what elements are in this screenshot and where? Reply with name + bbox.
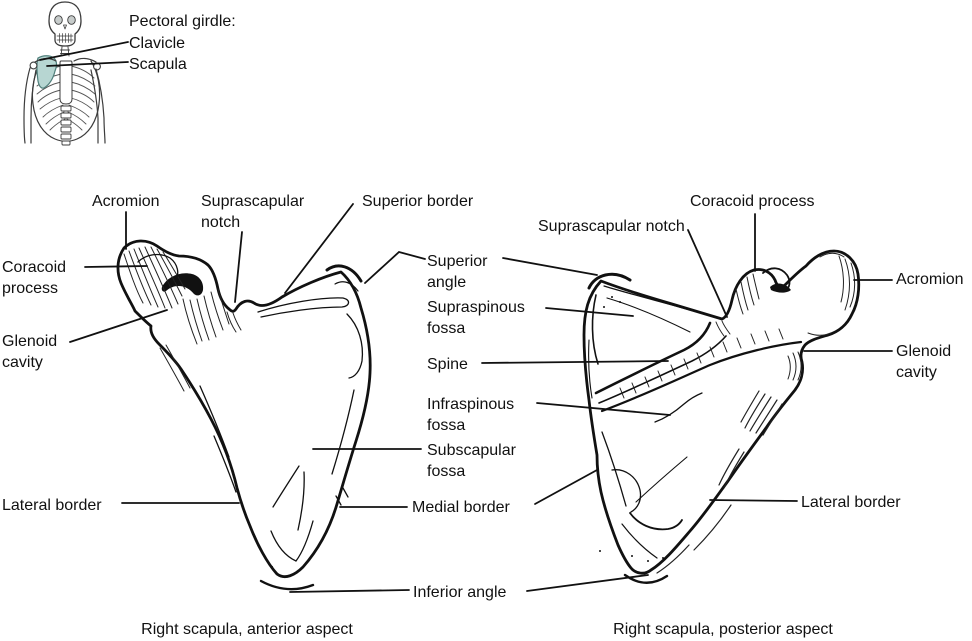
- anterior-interior-lines: [137, 253, 364, 562]
- caption-anterior-view: Right scapula, anterior aspect: [141, 621, 353, 638]
- label-acromion-anterior: Acromion: [92, 193, 160, 210]
- skeleton-inset-illustration: [23, 1, 106, 146]
- leader-coracoid-process-anterior: [84, 265, 148, 268]
- label-glenoid-cavity-posterior: Glenoid cavity: [896, 343, 952, 381]
- right-humerus: [90, 68, 106, 144]
- teeth: [56, 33, 74, 43]
- label-clavicle: Clavicle: [129, 35, 186, 52]
- leader-superior-angle-left: [364, 251, 426, 284]
- skull: [48, 1, 82, 47]
- anterior-scapula-outline: [116, 239, 372, 578]
- label-glenoid-cavity-anterior: Glenoid cavity: [2, 333, 58, 371]
- leader-medial-border-right: [534, 469, 598, 505]
- label-pectoral-girdle: Pectoral girdle:: [129, 13, 236, 30]
- leader-suprascapular-notch-anterior: [234, 231, 243, 303]
- leader-scapula-inset: [46, 61, 129, 67]
- label-superior-border: Superior border: [362, 193, 474, 210]
- caption-posterior-view: Right scapula, posterior aspect: [613, 621, 833, 638]
- label-coracoid-process-posterior: Coracoid process: [690, 193, 815, 210]
- label-supraspinous-fossa: Supraspinous fossa: [427, 299, 525, 337]
- leader-superior-angle-right: [502, 257, 598, 276]
- surface-dots: [599, 296, 664, 562]
- posterior-hatching: [656, 252, 856, 574]
- label-lateral-border-posterior: Lateral border: [801, 494, 901, 511]
- spine-hatching: [619, 328, 784, 399]
- left-humeral-head: [29, 61, 38, 70]
- label-medial-border: Medial border: [412, 499, 510, 516]
- label-coracoid-process-anterior: Coracoid process: [2, 259, 67, 297]
- leader-glenoid-cavity-anterior: [69, 309, 168, 343]
- leader-spine: [481, 360, 669, 364]
- eye-socket: [54, 15, 63, 25]
- anterior-hatching: [123, 246, 242, 392]
- superior-angle-cap-anterior: [325, 264, 363, 283]
- label-subscapular-fossa: Subscapular fossa: [427, 442, 516, 480]
- label-spine: Spine: [427, 356, 468, 373]
- label-lateral-border-anterior: Lateral border: [2, 497, 102, 514]
- leader-lines: [39, 41, 893, 593]
- label-acromion-posterior: Acromion: [896, 271, 964, 288]
- leader-lateral-border-posterior: [709, 499, 798, 502]
- label-infraspinous-fossa: Infraspinous fossa: [427, 396, 515, 434]
- vertebral-column: [60, 105, 72, 146]
- leader-inferior-angle-right: [526, 574, 649, 592]
- posterior-scapula-outline: [582, 249, 861, 575]
- leader-clavicle: [39, 41, 129, 61]
- inferior-angle-arc-anterior: [259, 579, 315, 591]
- leader-suprascapular-notch-posterior: [687, 229, 728, 318]
- label-scapula: Scapula: [129, 56, 187, 73]
- label-superior-angle: Superior angle: [427, 253, 488, 291]
- cervical-spine: [60, 46, 70, 57]
- posterior-scapula-illustration: [582, 249, 861, 584]
- coracoid-slot-shadow: [770, 283, 791, 293]
- label-suprascapular-notch-anterior: Suprascapular notch: [201, 193, 305, 231]
- left-humerus: [23, 67, 37, 144]
- leader-superior-border: [284, 203, 354, 294]
- eye-socket: [67, 15, 76, 25]
- superior-angle-cap-posterior: [587, 272, 632, 290]
- anterior-scapula-illustration: [116, 239, 372, 591]
- sternum: [59, 60, 73, 105]
- posterior-interior-lines: [588, 285, 723, 559]
- leader-supraspinous-fossa: [545, 307, 634, 317]
- nasal-aperture: [63, 24, 67, 30]
- leader-infraspinous-fossa: [536, 402, 671, 416]
- label-inferior-angle: Inferior angle: [413, 584, 507, 601]
- label-suprascapular-notch-posterior: Suprascapular notch: [538, 218, 685, 235]
- leader-inferior-angle-left: [289, 589, 410, 593]
